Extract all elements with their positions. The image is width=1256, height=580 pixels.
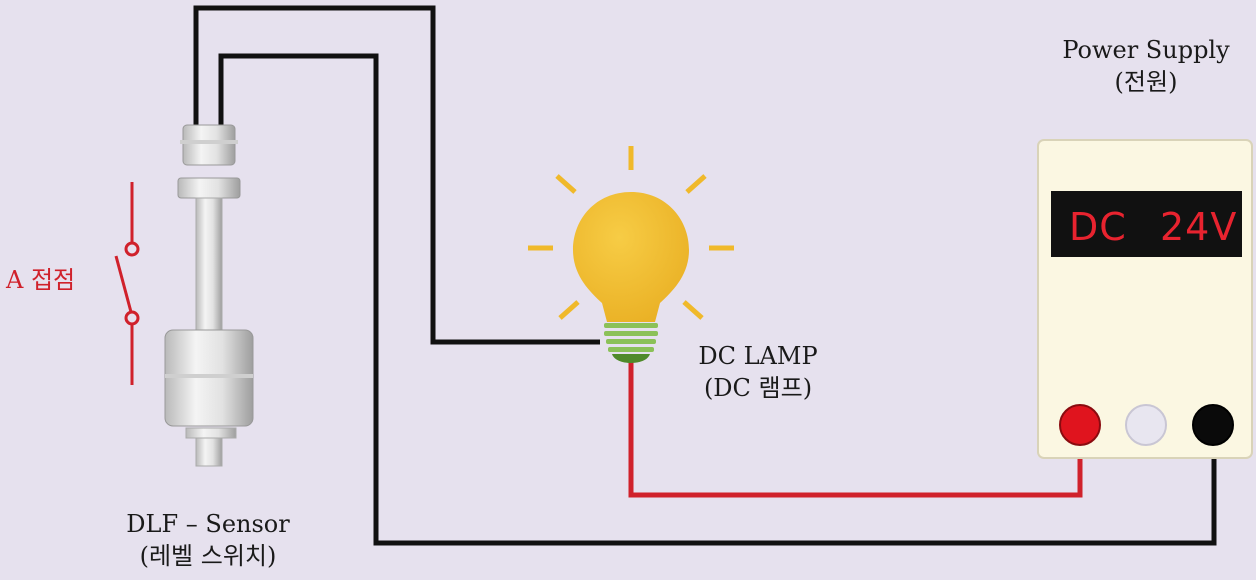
power-supply: DC 24V: [1037, 139, 1253, 459]
display-voltage: 24V: [1160, 205, 1237, 249]
negative-terminal: [1192, 404, 1234, 446]
power-supply-title: Power Supply: [1062, 36, 1230, 64]
black-wire-sensor-to-lamp: [193, 5, 600, 345]
power-supply-label: Power Supply (전원): [1040, 34, 1252, 98]
dc-lamp-label: DC LAMP (DC 램프): [678, 340, 838, 404]
lamp-icon: [528, 146, 734, 363]
sensor-label: DLF – Sensor (레벨 스위치): [96, 508, 320, 572]
power-supply-subtitle: (전원): [1114, 68, 1178, 96]
neutral-terminal: [1125, 404, 1167, 446]
display-mode: DC: [1069, 205, 1127, 249]
red-wire-lamp-to-positive: [628, 362, 1083, 498]
dc-lamp-title: DC LAMP: [698, 342, 818, 370]
dc-lamp-subtitle: (DC 램프): [703, 374, 813, 402]
sensor-title: DLF – Sensor: [126, 510, 290, 538]
positive-terminal: [1059, 404, 1101, 446]
contact-label: A 접점: [6, 266, 76, 294]
level-sensor: [164, 124, 254, 467]
black-wire-sensor-to-negative: [218, 53, 1217, 546]
sensor-subtitle: (레벨 스위치): [139, 542, 277, 570]
display-panel: [1051, 191, 1242, 257]
a-contact-switch-symbol: [114, 182, 140, 385]
